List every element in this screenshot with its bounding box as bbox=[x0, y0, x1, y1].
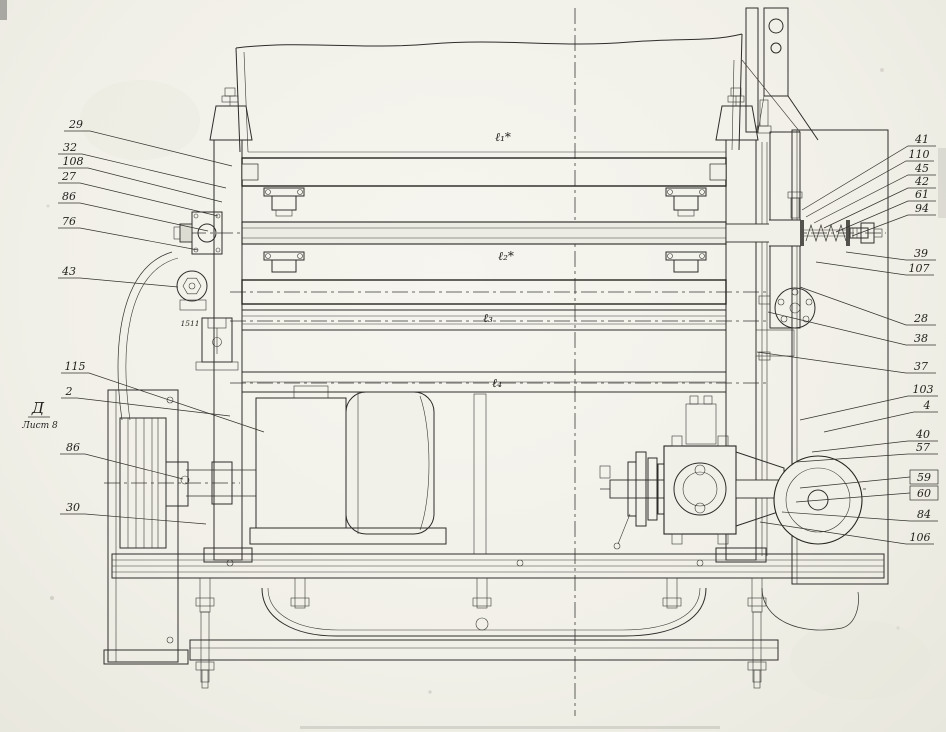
dim-label-l1: ℓ₁* bbox=[495, 130, 511, 144]
callout-42-label: 42 bbox=[914, 175, 929, 188]
roller-band-3 bbox=[241, 309, 727, 331]
callout-108: 108 bbox=[58, 155, 223, 203]
callout-41: 41 bbox=[801, 133, 936, 211]
roller-band-4 bbox=[241, 371, 727, 393]
oil-pipes bbox=[261, 587, 859, 637]
callout-38: 38 bbox=[767, 311, 936, 346]
callout-60-label: 60 bbox=[917, 487, 931, 500]
bearing-flange-lower-right bbox=[665, 251, 707, 273]
callout-84: 84 bbox=[781, 508, 938, 522]
callout-2-label: 2 bbox=[65, 385, 73, 398]
callout-76-label: 76 bbox=[62, 215, 76, 228]
oil-bracket bbox=[195, 317, 239, 371]
callout-57-label: 57 bbox=[916, 441, 930, 454]
callout-39: 39 bbox=[845, 247, 936, 261]
left-mount-plate bbox=[103, 389, 189, 665]
electric-motor bbox=[186, 385, 447, 545]
callout-59-label: 59 bbox=[917, 471, 931, 484]
callout-86b-label: 86 bbox=[66, 441, 80, 454]
callout-86b: 86 bbox=[60, 441, 184, 480]
callout-29: 29 bbox=[64, 118, 233, 167]
v-belt-pulley bbox=[119, 417, 190, 549]
support-post bbox=[473, 393, 487, 555]
dim-label-l4: ℓ₄ bbox=[492, 376, 502, 390]
callout-37-label: 37 bbox=[914, 360, 928, 373]
callout-107-label: 107 bbox=[909, 262, 930, 275]
callout-28-label: 28 bbox=[913, 312, 928, 325]
callout-27: 27 bbox=[58, 170, 219, 217]
callout-43: 43 bbox=[58, 265, 179, 288]
callout-106-label: 106 bbox=[910, 531, 931, 544]
bearing-flange-upper-right bbox=[665, 187, 707, 217]
callout-29-label: 29 bbox=[68, 118, 83, 131]
callout-2: 2 bbox=[61, 385, 231, 417]
callout-103-label: 103 bbox=[913, 383, 934, 396]
feed-hopper bbox=[235, 33, 801, 153]
callout-76: 76 bbox=[58, 215, 199, 251]
left-bearing-block bbox=[173, 211, 223, 255]
top-bracket bbox=[745, 7, 819, 141]
roller-band-2 bbox=[241, 279, 727, 305]
roller-band-1 bbox=[241, 157, 727, 187]
callout-94-label: 94 bbox=[915, 202, 929, 215]
main-shaft bbox=[241, 221, 803, 245]
callout-103: 103 bbox=[799, 383, 938, 421]
callout-30-label: 30 bbox=[66, 501, 80, 514]
view-sheet: Лист 8 bbox=[21, 421, 58, 431]
callout-115-label: 115 bbox=[65, 360, 86, 373]
bearing-flange-lower-left bbox=[263, 251, 305, 273]
callout-37: 37 bbox=[756, 351, 936, 374]
callout-40-label: 40 bbox=[915, 428, 930, 441]
callout-41-label: 41 bbox=[914, 133, 929, 146]
anchor-bolts bbox=[195, 577, 767, 689]
callout-110: 110 bbox=[805, 148, 934, 218]
right-support-plate bbox=[769, 131, 801, 329]
callouts-left: 29 32 108 27 86 76 43 115 2 86 30 bbox=[58, 118, 265, 525]
dim-label-l3: ℓ₃ bbox=[483, 311, 493, 325]
stamp-label: 1511 bbox=[180, 319, 199, 328]
callout-61: 61 bbox=[835, 188, 936, 233]
callout-57: 57 bbox=[795, 441, 938, 463]
callout-86a-label: 86 bbox=[62, 190, 76, 203]
callout-94: 94 bbox=[851, 202, 936, 237]
callout-45-label: 45 bbox=[914, 162, 929, 175]
callout-28: 28 bbox=[799, 286, 936, 326]
callout-59: 59 bbox=[799, 469, 939, 489]
callout-106: 106 bbox=[759, 521, 934, 545]
hex-plug bbox=[176, 270, 208, 311]
view-letter: Д bbox=[31, 399, 45, 417]
callouts-right: 41 110 45 42 61 94 39 107 28 38 37 103 4… bbox=[756, 133, 939, 545]
base-frame bbox=[111, 553, 885, 661]
callout-40: 40 bbox=[811, 428, 938, 453]
callout-27-label: 27 bbox=[61, 170, 76, 183]
callout-43-label: 43 bbox=[61, 265, 76, 278]
tension-spring-assembly bbox=[787, 191, 883, 246]
callout-39-label: 39 bbox=[914, 247, 928, 260]
callout-61-label: 61 bbox=[915, 188, 929, 201]
callout-110-label: 110 bbox=[909, 148, 930, 161]
callout-45: 45 bbox=[813, 162, 936, 224]
view-label: Д Лист 8 bbox=[21, 399, 58, 431]
belt-guard-curve bbox=[117, 251, 179, 421]
bearing-flange-upper-left bbox=[263, 187, 305, 217]
callout-38-label: 38 bbox=[914, 332, 928, 345]
left-frame-plate bbox=[203, 87, 253, 563]
callout-32-label: 32 bbox=[63, 141, 77, 154]
callout-4: 4 bbox=[823, 399, 938, 433]
callout-84-label: 84 bbox=[917, 508, 931, 521]
dim-label-l2: ℓ₂* bbox=[498, 249, 514, 263]
callout-32: 32 bbox=[58, 141, 227, 189]
callout-60: 60 bbox=[795, 485, 939, 503]
callout-4-label: 4 bbox=[923, 399, 931, 412]
callout-108-label: 108 bbox=[63, 155, 84, 168]
dimension-labels: ℓ₁* ℓ₂* ℓ₃ ℓ₄ bbox=[483, 130, 514, 390]
callout-107: 107 bbox=[815, 261, 934, 276]
callout-30: 30 bbox=[60, 501, 207, 525]
callout-42: 42 bbox=[823, 175, 936, 229]
callout-115: 115 bbox=[61, 360, 265, 433]
callout-86a: 86 bbox=[58, 190, 209, 232]
